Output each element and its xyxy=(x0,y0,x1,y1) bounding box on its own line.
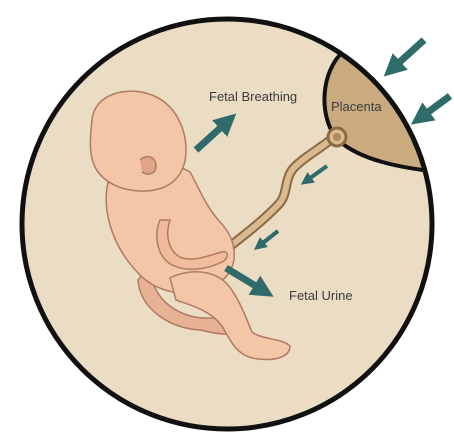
external-arrow-right xyxy=(420,96,450,118)
placenta xyxy=(324,0,454,172)
label-fetal-breathing: Fetal Breathing xyxy=(209,89,297,104)
fetus-ear xyxy=(140,157,156,174)
label-fetal-urine: Fetal Urine xyxy=(289,288,353,303)
label-placenta: Placenta xyxy=(331,99,382,114)
external-arrow-top xyxy=(392,40,424,69)
